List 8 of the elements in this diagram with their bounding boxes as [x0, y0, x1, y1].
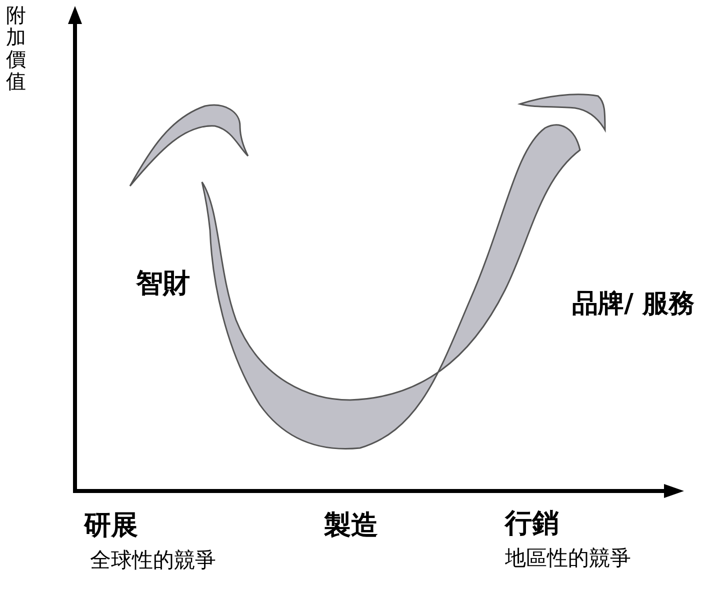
stage-label: 製造 — [324, 510, 378, 542]
stage-label: 行銷 — [505, 508, 559, 540]
region-label: 品牌/ 服務 — [572, 290, 695, 320]
note: 地區性的競爭 — [505, 546, 631, 570]
axis-label: 附加價值 — [6, 4, 26, 92]
region-label: 智財 — [136, 268, 190, 300]
stage-label: 研展 — [84, 510, 138, 542]
note: 全球性的競爭 — [90, 548, 216, 572]
